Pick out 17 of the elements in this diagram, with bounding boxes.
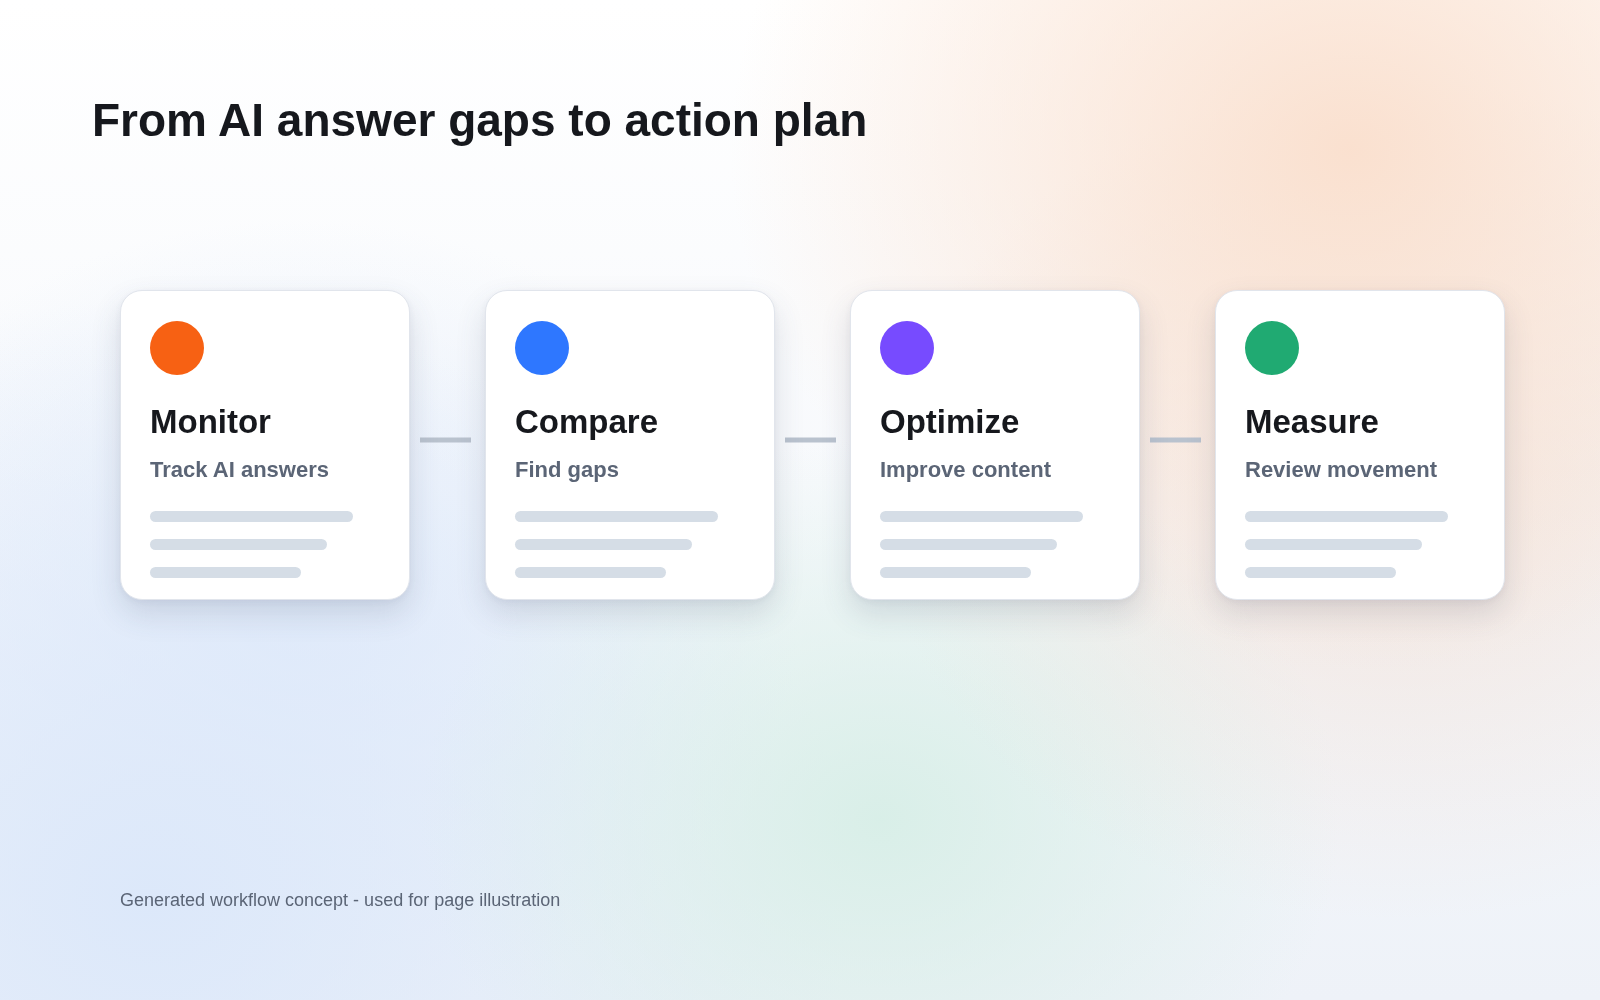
connector-line	[420, 437, 471, 443]
connector-line	[1150, 437, 1201, 443]
step-card	[485, 290, 775, 600]
step-card	[850, 290, 1140, 600]
step-subtitle: Review movement	[1245, 456, 1437, 484]
connector-line	[785, 437, 836, 443]
step-title: Measure	[1245, 403, 1379, 441]
step-subtitle: Find gaps	[515, 456, 619, 484]
step-title: Compare	[515, 403, 659, 441]
diagram-title: From AI answer gaps to action plan	[92, 93, 868, 148]
step-title: Optimize	[880, 403, 1020, 441]
step-subtitle: Improve content	[880, 456, 1052, 484]
step-title: Monitor	[150, 403, 271, 441]
step-subtitle: Track AI answers	[150, 456, 329, 484]
step-card	[120, 290, 410, 600]
step-card	[1215, 290, 1505, 600]
caption-text: Generated workflow concept - used for page illustration	[120, 889, 561, 911]
